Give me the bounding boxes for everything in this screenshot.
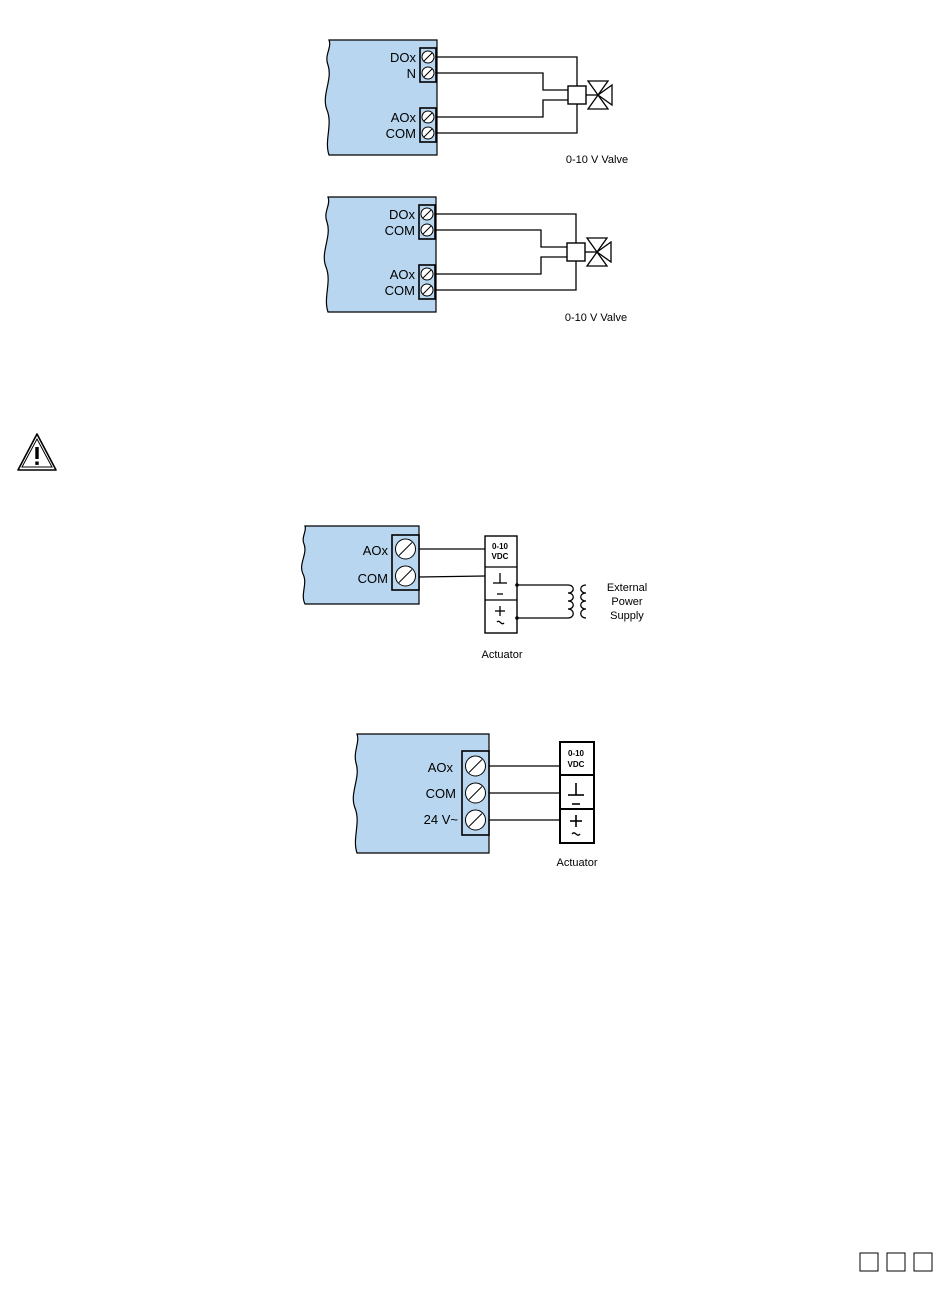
supply-label-line1: External xyxy=(607,582,647,594)
screw-terminals xyxy=(466,756,486,830)
terminal-label-com: COM xyxy=(385,223,415,238)
supply-label-line3: Supply xyxy=(610,610,644,622)
terminal-label-com: COM xyxy=(385,283,415,298)
valve-actuator-box xyxy=(568,86,586,104)
actuator: 0-10 VDC xyxy=(560,742,594,843)
terminal-label-com: COM xyxy=(358,571,388,586)
actuator-signal-line1: 0-10 xyxy=(568,749,585,758)
wires xyxy=(436,57,577,133)
valve-caption: 0-10 V Valve xyxy=(565,312,627,324)
wires xyxy=(489,766,560,820)
footer-box xyxy=(887,1253,905,1271)
terminal-label-aox: AOx xyxy=(390,267,416,282)
supply-label-line2: Power xyxy=(611,596,643,608)
terminal-label-aox: AOx xyxy=(391,110,417,125)
valve-actuator-box xyxy=(567,243,585,261)
terminal-label-dox: DOx xyxy=(389,207,416,222)
actuator-signal-line2: VDC xyxy=(568,760,585,769)
footer-box xyxy=(860,1253,878,1271)
diagram-2: DOx COM AOx COM 0-10 V Valve xyxy=(324,197,627,324)
actuator-caption: Actuator xyxy=(482,649,523,661)
wires xyxy=(435,214,576,290)
diagram-1: DOx N AOx COM 0-10 V Valve xyxy=(325,40,628,166)
terminal-label-n: N xyxy=(407,66,416,81)
diagram-4: AOx COM 24 V~ 0-10 VDC Actuator xyxy=(353,734,598,869)
actuator-signal-line1: 0-10 xyxy=(492,542,509,551)
terminal-label-com: COM xyxy=(386,126,416,141)
actuator: 0-10 VDC xyxy=(485,536,519,633)
actuator-caption: Actuator xyxy=(557,857,598,869)
terminal-label-aox: AOx xyxy=(428,760,454,775)
footer-box xyxy=(914,1253,932,1271)
valve-caption: 0-10 V Valve xyxy=(566,154,628,166)
actuator-signal-line2: VDC xyxy=(492,552,509,561)
diagram-3: AOx COM 0-10 VDC xyxy=(302,526,648,661)
terminal-label-24v: 24 V~ xyxy=(424,812,459,827)
terminal-label-dox: DOx xyxy=(390,50,417,65)
transformer-coil-icon xyxy=(568,585,586,618)
terminal-label-aox: AOx xyxy=(363,543,389,558)
terminal-label-com: COM xyxy=(426,786,456,801)
warning-icon xyxy=(18,434,56,470)
footer-boxes xyxy=(860,1253,932,1271)
